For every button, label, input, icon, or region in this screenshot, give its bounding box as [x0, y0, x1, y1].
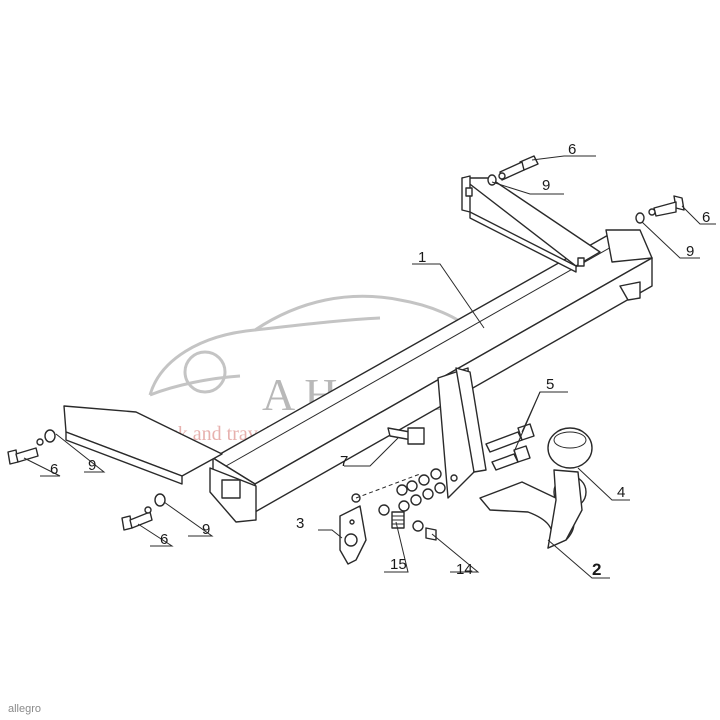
part-washers-nuts — [351, 468, 446, 516]
part-bolt-6-top — [487, 155, 539, 186]
part-15-spring-washer — [391, 511, 405, 529]
callout-3: 3 — [296, 515, 304, 532]
part-14-nut — [412, 520, 437, 541]
corner-watermark: allegro — [8, 703, 41, 715]
part-bolt-6-right — [635, 195, 685, 224]
callout-9-left: 9 — [88, 457, 96, 474]
callout-2: 2 — [592, 560, 601, 579]
callout-6-right: 6 — [702, 209, 710, 226]
part-bolt-6-left — [7, 429, 56, 465]
part-7-bolt — [387, 427, 425, 445]
callout-15: 15 — [390, 556, 407, 573]
callout-5: 5 — [546, 376, 554, 393]
callout-9-right: 9 — [686, 243, 694, 260]
part-bolt-6-bottom — [121, 493, 166, 531]
callout-4: 4 — [617, 484, 625, 501]
callout-6-top: 6 — [568, 141, 576, 158]
part-left-side-bracket — [63, 405, 257, 523]
part-ball-mount-plate — [437, 367, 487, 499]
callout-9-bottom: 9 — [202, 521, 210, 538]
leader-lines — [23, 155, 716, 579]
callout-1: 1 — [418, 249, 426, 266]
callout-7: 7 — [340, 453, 348, 470]
part-2-hitch-neck — [479, 469, 583, 549]
callout-14: 14 — [456, 561, 473, 578]
callout-labels: 1 2 3 4 5 6 6 6 6 7 9 9 9 9 14 15 — [50, 141, 710, 579]
callout-6-bottom: 6 — [160, 531, 168, 548]
callout-6-left: 6 — [50, 461, 58, 478]
part-right-side-bracket — [461, 175, 653, 301]
part-3-socket-plate — [339, 505, 367, 565]
callout-9-top: 9 — [542, 177, 550, 194]
part-5-bolts — [485, 423, 535, 471]
